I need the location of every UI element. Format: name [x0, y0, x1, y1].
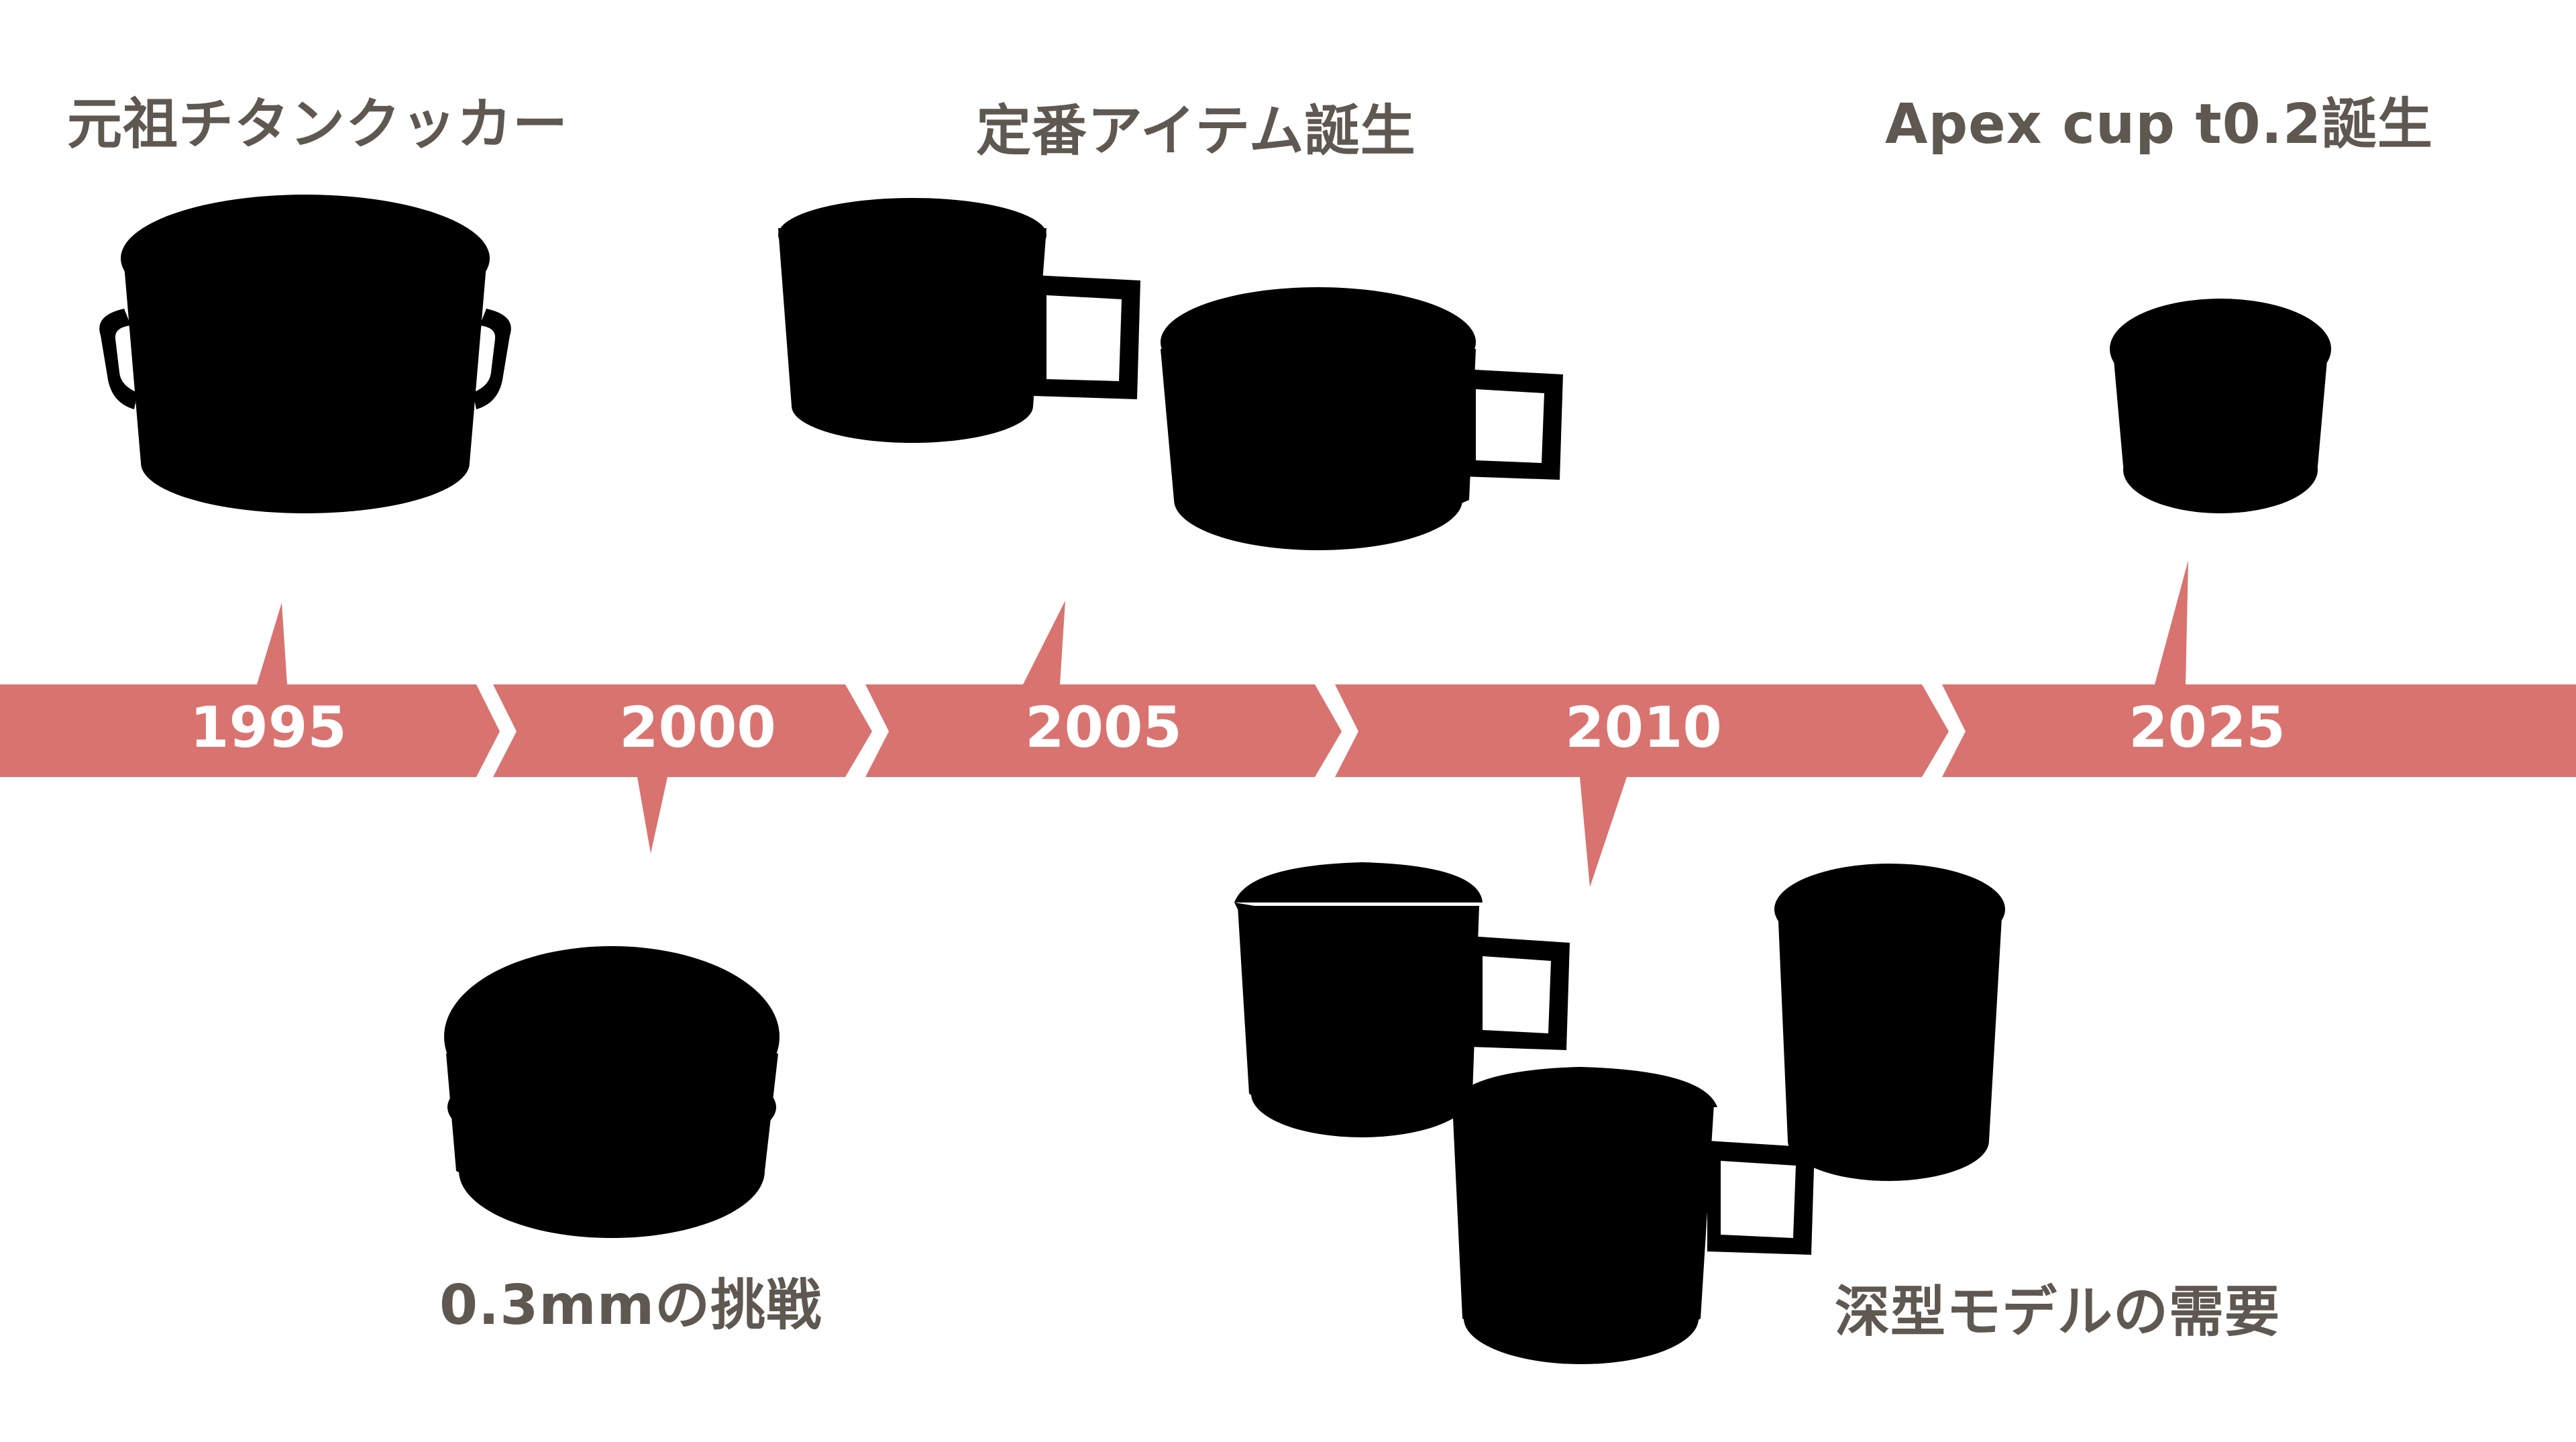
band-segment-2010 [1335, 684, 1949, 777]
deep-cup-icon [1774, 864, 2005, 1181]
milestone-label-2025: Apex cup t0.2誕生 [1885, 93, 2433, 156]
deep-mug-icon [1234, 862, 1570, 1137]
titanium-pot-with-handles-icon [99, 195, 511, 513]
milestone-label-2005: 定番アイテム誕生 [976, 99, 1416, 163]
band-segment-2000 [493, 684, 872, 777]
stacked-pot-icon [444, 946, 780, 1238]
timeline-band [0, 560, 2576, 887]
milestone-label-1995: 元祖チタンクッカー [67, 93, 569, 156]
year-label-1995: 1995 [190, 694, 347, 760]
pointer-2010 [1580, 777, 1627, 887]
band-segment-2005 [865, 684, 1342, 777]
band-segment-2025 [1942, 684, 2576, 777]
milestone-label-2000: 0.3mmの挑戦 [439, 1274, 822, 1337]
titanium-mug-icon-large [1161, 287, 1563, 550]
year-labels: 1995 2000 2005 2010 2025 [190, 694, 2286, 760]
titanium-mug-icon [778, 198, 1140, 443]
pointer-2005 [1023, 601, 1065, 684]
year-label-2005: 2005 [1025, 694, 1182, 760]
pointer-2000 [637, 777, 667, 854]
pointer-1995 [257, 603, 287, 684]
band-segment-1995 [0, 684, 500, 777]
year-label-2025: 2025 [2129, 694, 2286, 760]
year-label-2000: 2000 [619, 694, 776, 760]
deep-mug-icon-front [1449, 1067, 1815, 1364]
apex-cup-icon [2110, 299, 2331, 513]
milestone-label-2010: 深型モデルの需要 [1835, 1280, 2281, 1344]
year-label-2010: 2010 [1565, 694, 1722, 760]
pointer-2025 [2155, 560, 2188, 684]
